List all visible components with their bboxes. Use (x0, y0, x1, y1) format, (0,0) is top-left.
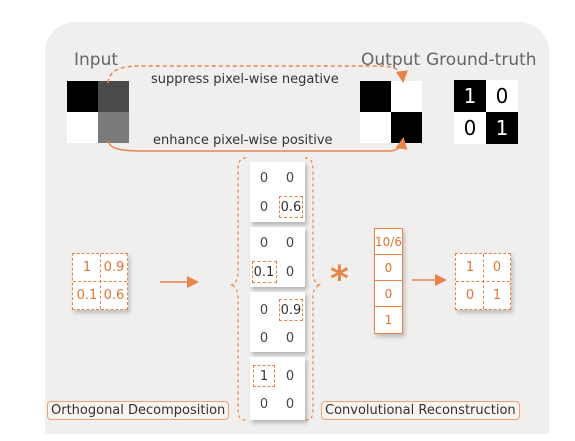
orthogonal-decomposition-caption: Orthogonal Decomposition (47, 401, 230, 420)
matrix-cell: 1 (465, 260, 475, 275)
decomp-cell: 0 (259, 171, 269, 186)
vector-cell: 0 (375, 281, 402, 307)
matrix-cell: 0.1 (76, 288, 98, 303)
input-pixel (98, 81, 129, 112)
decomp-cell: 0 (285, 236, 295, 251)
gt-cell: 0 (486, 80, 518, 112)
output-label: Output (361, 50, 421, 70)
decomp-cell: 0.6 (280, 200, 302, 215)
decomp-cell: 0 (285, 397, 295, 412)
decomp-cell: 0.9 (280, 303, 302, 318)
input-pixel (98, 112, 129, 143)
decomp-cell: 0 (285, 171, 295, 186)
matrix-cell: 0.6 (103, 288, 125, 303)
highlight-box (252, 261, 277, 283)
matrix-cell: 0.9 (103, 260, 125, 275)
left-brace (229, 157, 247, 421)
enhance-arrow (107, 137, 408, 152)
matrix-cell: 0 (492, 260, 502, 275)
decomp-card-2: 0 0 0.1 0 (250, 227, 305, 287)
input-matrix: 1 0.9 0.1 0.6 (72, 253, 128, 310)
decomp-cell: 0 (285, 369, 295, 384)
input-pixel (67, 81, 98, 112)
matrix-cell: 1 (82, 260, 92, 275)
suppress-label: suppress pixel-wise negative (151, 72, 339, 87)
matrix-cell: 0 (465, 288, 475, 303)
vector-cell: 10/6 (375, 229, 402, 255)
output-pixel (360, 81, 391, 112)
right-brace (304, 157, 322, 421)
decomp-cell: 0 (285, 331, 295, 346)
result-matrix: 1 0 0 1 (455, 253, 511, 310)
ground-truth-label: Ground-truth (426, 50, 537, 70)
gt-cell: 1 (486, 112, 518, 144)
kernel-vector: 10/6 0 0 1 (374, 228, 403, 334)
highlight-box (279, 299, 303, 321)
suppress-arrow (107, 65, 408, 84)
convolution-operator: * (330, 259, 349, 300)
decomp-cell: 0 (259, 397, 269, 412)
gt-cell: 0 (454, 112, 486, 144)
decomp-cell: 0 (285, 265, 295, 280)
decomp-cell: 0.1 (253, 265, 275, 280)
input-pixel (67, 112, 98, 143)
convolutional-reconstruction-caption: Convolutional Reconstruction (321, 401, 520, 420)
enhance-label: enhance pixel-wise positive (153, 133, 333, 148)
decomp-cell: 0 (259, 331, 269, 346)
decomp-cell: 0 (259, 200, 269, 215)
matrix-divider (456, 281, 510, 282)
decomp-cell: 0 (259, 236, 269, 251)
highlight-box (253, 365, 275, 387)
output-pixel (391, 81, 422, 112)
decomp-card-4: 1 0 0 0 (250, 357, 305, 420)
matrix-cell: 1 (492, 288, 502, 303)
gt-cell: 1 (454, 80, 486, 112)
highlight-box (279, 196, 303, 218)
decomp-cell: 1 (259, 369, 269, 384)
vector-cell: 0 (375, 255, 402, 281)
input-label: Input (74, 50, 119, 70)
vector-cell: 1 (384, 313, 393, 327)
matrix-divider (73, 281, 127, 282)
decomp-card-3: 0 0.9 0 0 (250, 292, 305, 352)
decomp-card-1: 0 0 0 0.6 (250, 162, 305, 222)
decomp-cell: 0 (259, 303, 269, 318)
output-pixel (360, 112, 391, 143)
